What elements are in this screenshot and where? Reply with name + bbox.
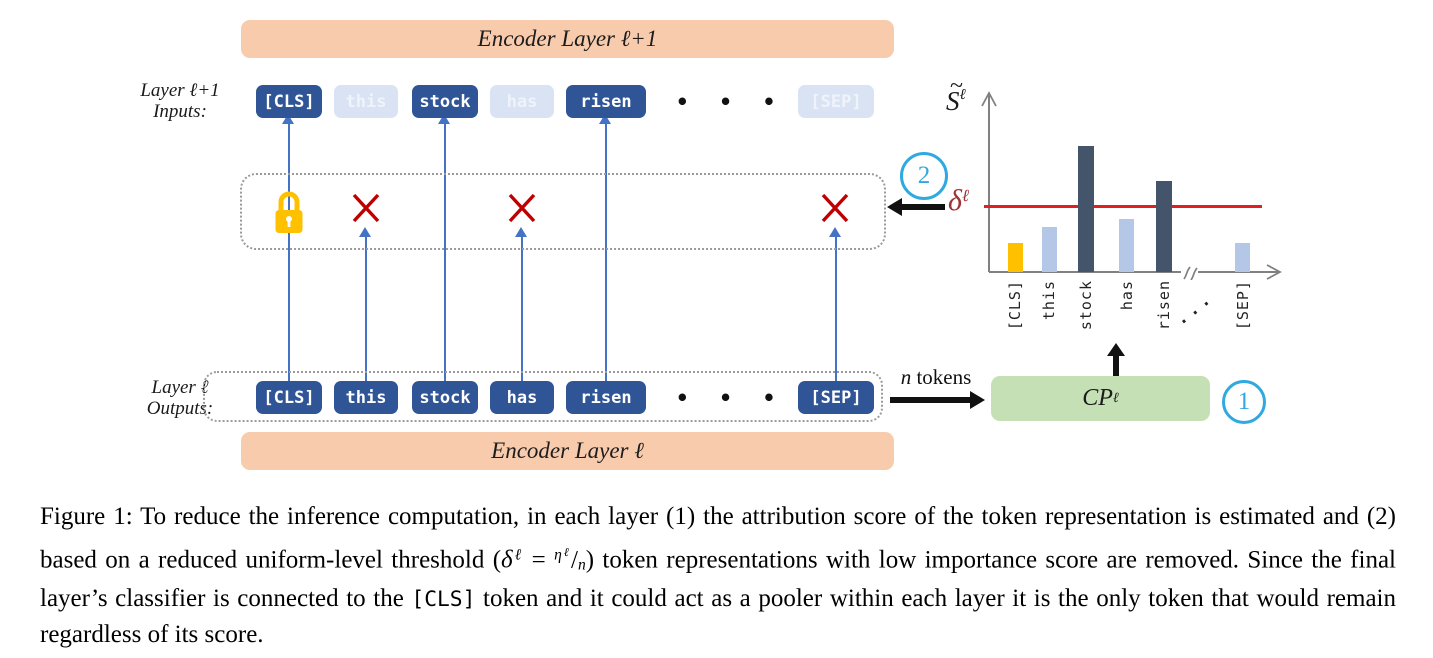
step-2-badge: 2 <box>900 152 948 200</box>
pruning-gate-box <box>240 173 886 250</box>
token-top-cls: [CLS] <box>256 85 322 118</box>
token-bottom-risen: risen <box>566 381 646 414</box>
step-1-badge: 1 <box>1222 380 1266 424</box>
bar-this <box>1042 227 1057 272</box>
tick-stock: stock <box>1077 280 1095 331</box>
encoder-layer-bar: Encoder Layer ℓ <box>241 432 894 470</box>
chart-axes <box>981 91 1282 280</box>
step-2-arrow-shaft <box>901 204 945 210</box>
threshold-label: δℓ <box>948 184 970 217</box>
lock-icon <box>275 191 303 233</box>
token-bottom-cls: [CLS] <box>256 381 322 414</box>
arrow-left-icon <box>887 198 902 216</box>
tick-has: has <box>1118 280 1136 311</box>
arrowhead-up-risen-icon <box>599 114 611 124</box>
arrowhead-up-cls-icon <box>282 114 294 124</box>
token-top-risen: risen <box>566 85 646 118</box>
token-top-stock: stock <box>412 85 478 118</box>
arrowhead-up-stock-icon <box>438 114 450 124</box>
layer-outputs-box <box>203 371 883 422</box>
connector-line-cls <box>288 124 290 381</box>
x-icon-sep <box>821 193 849 223</box>
tick-ellipsis: ··· <box>1174 290 1221 334</box>
connector-line-this <box>365 237 367 381</box>
token-bottom-ellipsis: • • • <box>676 386 785 410</box>
token-bottom-has: has <box>490 381 554 414</box>
arrow-right-icon <box>970 391 985 409</box>
x-icon-has <box>508 193 536 223</box>
threshold-line <box>984 205 1262 208</box>
bar-risen <box>1156 181 1172 272</box>
token-bottom-sep: [SEP] <box>798 381 874 414</box>
x-icon-this <box>352 193 380 223</box>
layer-outputs-label: Layer ℓ Outputs: <box>146 377 214 419</box>
token-bottom-stock: stock <box>412 381 478 414</box>
figure-caption: Figure 1: To reduce the inference comput… <box>40 503 1396 648</box>
connector-line-sep <box>835 237 837 381</box>
tick-this: this <box>1040 280 1058 321</box>
tick-cls: [CLS] <box>1006 280 1024 331</box>
arrowhead-up-has-icon <box>515 227 527 237</box>
n-tokens-label: n tokens <box>900 365 972 389</box>
bar-has <box>1119 219 1134 272</box>
y-axis-label: ~Sℓ <box>946 73 966 116</box>
connector-line-stock <box>444 124 446 381</box>
token-top-this: this <box>334 85 398 118</box>
bar-sep <box>1235 243 1250 272</box>
encoder-layer-label: Encoder Layer ℓ <box>491 438 644 463</box>
token-bottom-this: this <box>334 381 398 414</box>
token-top-has: has <box>490 85 554 118</box>
arrow-up-icon <box>1107 343 1125 356</box>
tick-sep: [SEP] <box>1234 280 1252 331</box>
bar-stock <box>1078 146 1094 272</box>
bar-cls <box>1008 243 1023 272</box>
arrowhead-up-sep-icon <box>829 227 841 237</box>
tick-risen: risen <box>1155 280 1173 331</box>
cp-arrow-shaft <box>1113 354 1119 376</box>
connector-line-risen <box>605 124 607 381</box>
n-tokens-arrow-shaft <box>890 397 972 403</box>
connector-line-has <box>521 237 523 381</box>
encoder-layer-next-label: Encoder Layer ℓ+1 <box>477 26 658 51</box>
layer-inputs-label: Layer ℓ+1 Inputs: <box>140 80 220 122</box>
arrowhead-up-this-icon <box>359 227 371 237</box>
token-top-ellipsis: • • • <box>676 90 785 114</box>
token-top-sep: [SEP] <box>798 85 874 118</box>
encoder-layer-next-bar: Encoder Layer ℓ+1 <box>241 20 894 58</box>
